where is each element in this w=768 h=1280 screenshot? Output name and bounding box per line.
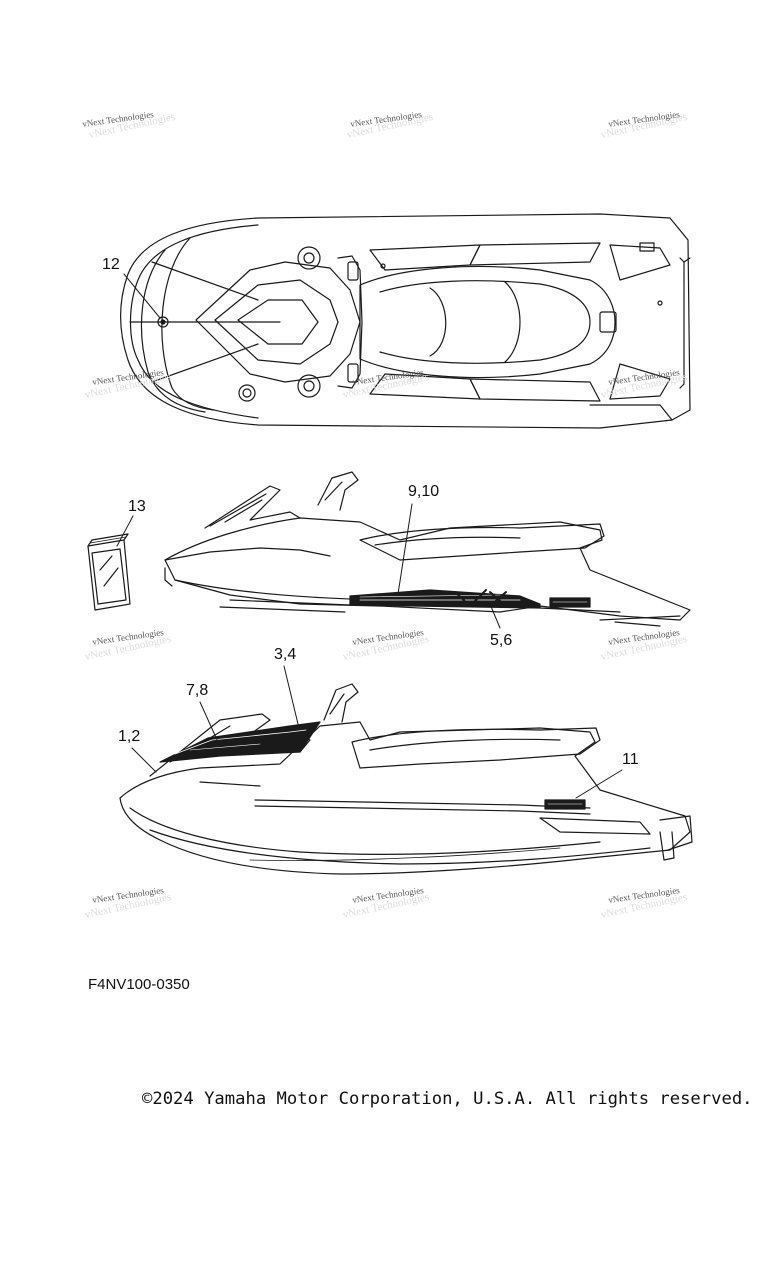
copyright-notice: ©2024 Yamaha Motor Corporation, U.S.A. A… [142, 1089, 753, 1109]
decal-sheet-13 [87, 533, 131, 611]
callout-3-4[interactable]: 3,4 [274, 646, 297, 663]
callout-12[interactable]: 12 [102, 256, 120, 273]
leader-13 [116, 515, 134, 547]
callout-13[interactable]: 13 [128, 498, 146, 515]
callout-5-6[interactable]: 5,6 [490, 632, 513, 649]
diagram-part-code: F4NV100-0350 [88, 976, 190, 993]
callout-11[interactable]: 11 [622, 751, 639, 768]
leader-7-8 [199, 701, 219, 743]
callout-1-2[interactable]: 1,2 [118, 728, 141, 745]
callout-7-8[interactable]: 7,8 [186, 682, 209, 699]
callout-9-10[interactable]: 9,10 [408, 483, 440, 500]
leader-11 [575, 769, 623, 799]
leader-lines [116, 273, 623, 799]
leader-5-6 [489, 603, 501, 629]
leader-3-4 [283, 665, 299, 725]
leader-12 [123, 273, 161, 319]
watercraft-side-view-port [119, 683, 693, 875]
watercraft-side-view-starboard [164, 471, 691, 627]
leader-1-2 [131, 747, 157, 773]
watercraft-top-view [119, 213, 691, 429]
leader-9-10 [397, 503, 413, 595]
